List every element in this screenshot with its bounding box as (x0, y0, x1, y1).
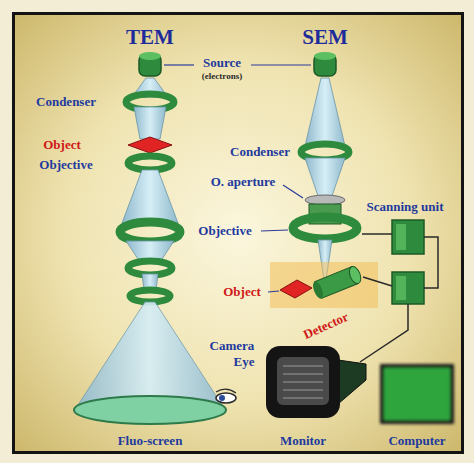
sem-column (266, 52, 452, 422)
part-note: (electrons) (202, 72, 242, 82)
part-label: Computer (388, 434, 445, 448)
part-label: Objective (198, 224, 251, 238)
part-label: Scanning unit (367, 200, 444, 214)
part-label: Objective (39, 158, 92, 172)
part-label: Eye (234, 355, 255, 369)
leader-lines (164, 65, 311, 292)
part-label: Fluo-screen (118, 434, 183, 448)
part-label: Source (203, 56, 241, 70)
part-label: O. aperture (211, 175, 276, 189)
part-label: Object (223, 285, 261, 299)
part-label: Condenser (230, 145, 290, 159)
heading: SEM (302, 26, 348, 49)
part-label: Monitor (280, 434, 326, 448)
part-label: Camera (210, 339, 255, 353)
part-label: Object (43, 138, 81, 152)
tem-column (74, 52, 236, 424)
heading: TEM (126, 26, 174, 49)
part-label: Condenser (36, 95, 96, 109)
